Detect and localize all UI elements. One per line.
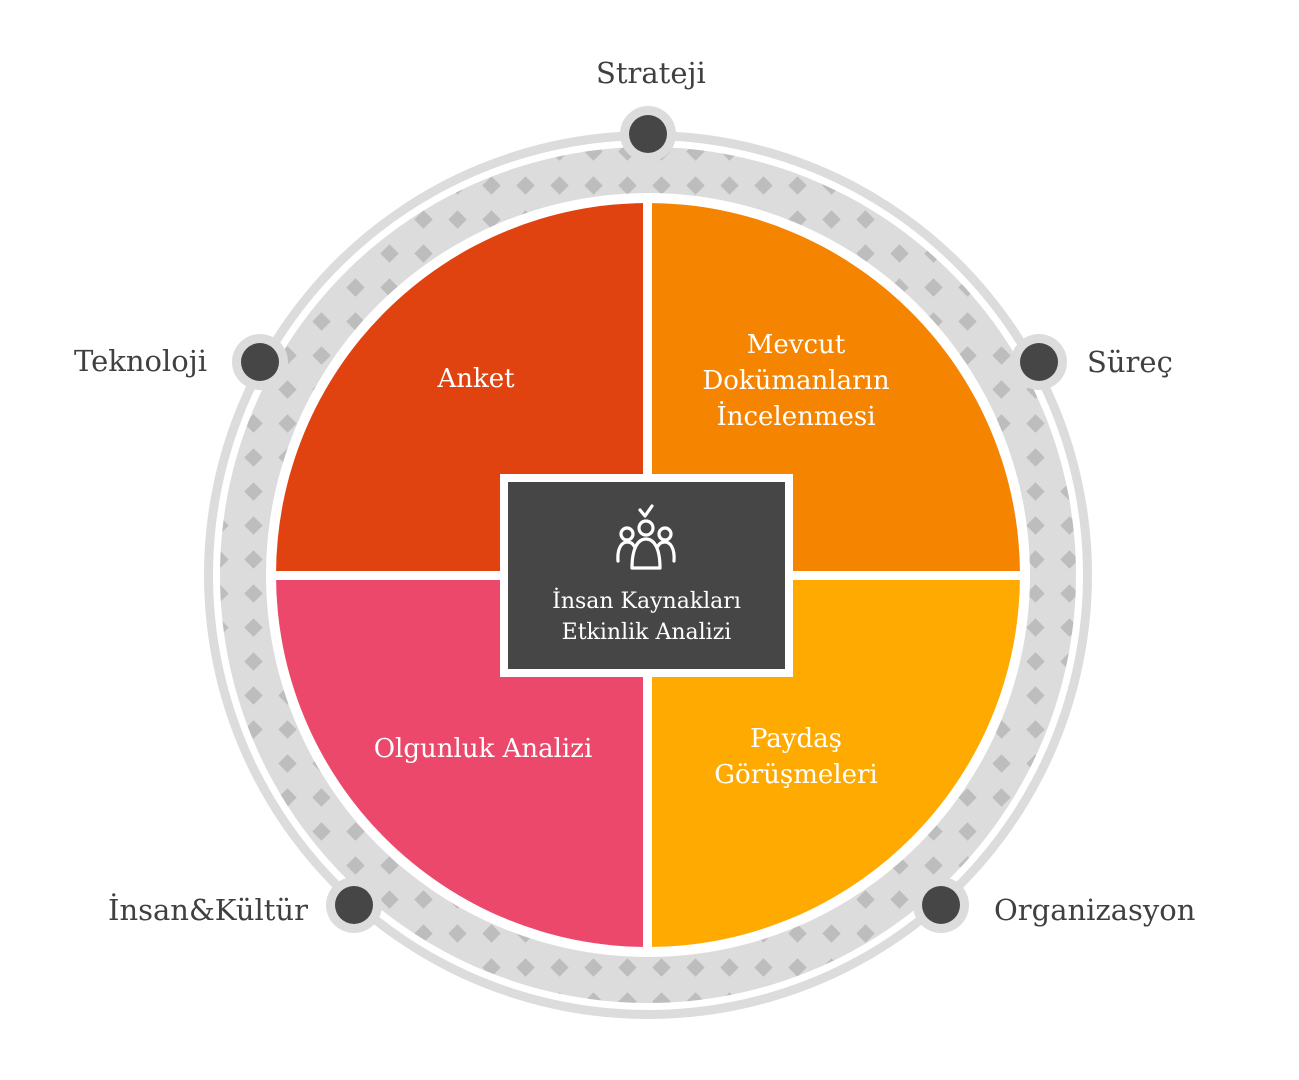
people-group-check-icon bbox=[615, 504, 676, 570]
ring-node-teknoloji[interactable] bbox=[232, 334, 288, 390]
ring-label-surec: Süreç bbox=[1087, 345, 1173, 379]
center-title: İnsan Kaynakları Etkinlik Analizi bbox=[552, 589, 741, 645]
ring-label-organizasyon: Organizasyon bbox=[994, 893, 1196, 927]
quadrant-label-anket: Anket bbox=[437, 364, 515, 394]
ring-node-strateji[interactable] bbox=[620, 106, 676, 162]
center-box[interactable]: İnsan Kaynakları Etkinlik Analizi bbox=[500, 474, 793, 677]
ring-node-organizasyon[interactable] bbox=[913, 877, 969, 933]
ring-node-surec[interactable] bbox=[1011, 334, 1067, 390]
center-panel: İnsan Kaynakları Etkinlik Analizi bbox=[508, 482, 785, 669]
ring-label-teknoloji: Teknoloji bbox=[74, 344, 207, 378]
ring-node-insan-kultur[interactable] bbox=[326, 877, 382, 933]
quadrant-label-olgunluk-analizi: Olgunluk Analizi bbox=[373, 734, 593, 764]
ring-label-insan-kultur: İnsan&Kültür bbox=[108, 893, 308, 927]
quadrant-label-paydas-gorusmeleri: Paydaş Görüşmeleri bbox=[714, 724, 878, 790]
ring-label-strateji: Strateji bbox=[596, 56, 706, 90]
quadrant-label-mevcut-dokumanlarin-incelenmesi: Mevcut Dokümanların İncelenmesi bbox=[702, 330, 890, 432]
